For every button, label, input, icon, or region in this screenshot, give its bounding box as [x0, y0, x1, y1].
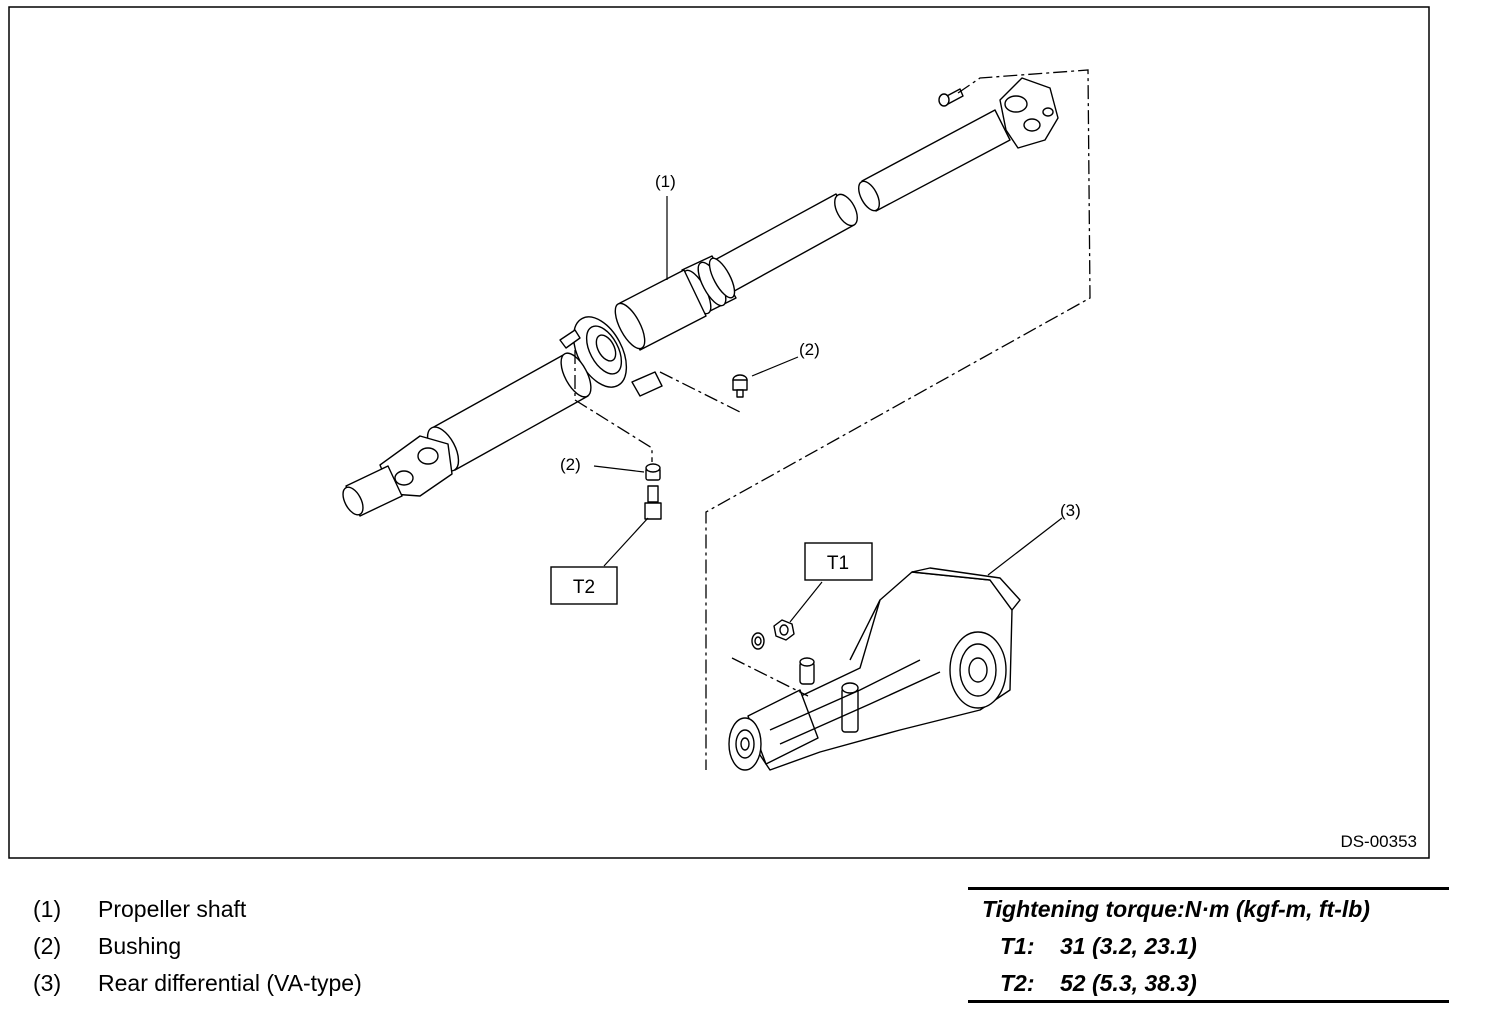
torque-table-title: Tightening torque:N·m (kgf-m, ft-lb) [982, 896, 1370, 922]
rear-differential [728, 567, 1021, 771]
bushing-upper [732, 374, 748, 398]
torque-box-t2: T2 [550, 566, 618, 605]
callout-2-lower: (2) [560, 455, 581, 474]
torque-table-bottom-rule [968, 1000, 1449, 1003]
legend-label: Rear differential (VA-type) [98, 970, 362, 996]
torque-box-t1: T1 [804, 542, 873, 581]
torque-table-top-rule [968, 887, 1449, 890]
torque-row-t1-key: T1: [1000, 933, 1035, 959]
torque-row-t1-value: 31 (3.2, 23.1) [1060, 933, 1197, 959]
self-locking-nut [773, 619, 795, 641]
torque-row-t2-key: T2: [1000, 970, 1035, 996]
torque-row-t2-value: 52 (5.3, 38.3) [1060, 970, 1197, 996]
callout-3: (3) [1060, 501, 1081, 520]
flange-bolt [938, 88, 964, 107]
legend-num: (3) [33, 970, 62, 996]
figure-id: DS-00353 [1340, 832, 1417, 851]
diagram-frame [8, 6, 1430, 859]
torque-box-t1-label: T1 [827, 553, 849, 574]
bushing-lower [644, 463, 662, 520]
legend-num: (2) [33, 933, 62, 959]
legend-num: (1) [33, 896, 62, 922]
torque-box-t2-label: T2 [573, 577, 595, 598]
propeller-shaft [342, 77, 1059, 517]
washer [751, 632, 765, 650]
legend-label: Propeller shaft [98, 896, 247, 922]
callout-1: (1) [655, 172, 676, 191]
exploded-diagram: (1) (2) (2) (3) T1 T2 DS-00353 [8, 6, 1430, 859]
callout-2-upper: (2) [799, 340, 820, 359]
legend-label: Bushing [98, 933, 182, 959]
